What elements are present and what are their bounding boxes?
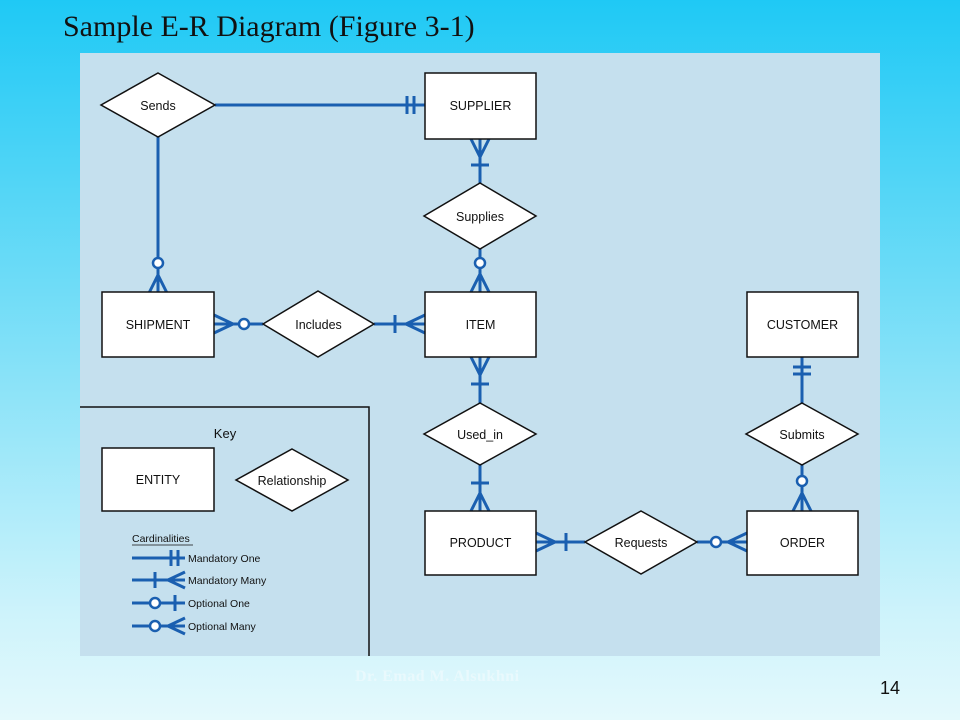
key-cardinalities-title: Cardinalities	[132, 533, 190, 545]
relationship-sends-label: Sends	[140, 99, 175, 113]
relationship-supplies-label: Supplies	[456, 210, 504, 224]
connector-supplier-supplies	[469, 138, 491, 183]
key-mandatory-many-label: Mandatory Many	[188, 575, 267, 587]
connector-item-usedin	[469, 356, 491, 403]
connector-product-requests	[535, 531, 585, 553]
key-mandatory-one-symbol	[132, 550, 185, 566]
relationship-submits-label: Submits	[779, 428, 824, 442]
entity-item: ITEM	[424, 291, 537, 358]
connector-usedin-product	[469, 465, 491, 512]
key-relationship-diamond	[234, 448, 350, 512]
connector-shipment-includes	[213, 313, 263, 335]
entity-supplier: SUPPLIER	[424, 72, 537, 140]
key-entity-label: ENTITY	[136, 473, 181, 487]
relationship-requests-label: Requests	[615, 536, 668, 550]
connector-requests-order	[697, 531, 748, 553]
key-mandatory-many-symbol	[132, 570, 186, 590]
er-diagram: SUPPLIER SHIPMENT ITEM CUSTOMER PRODUCT …	[80, 53, 880, 656]
key-entity-box	[101, 447, 215, 512]
connector-supplies-item	[469, 249, 491, 293]
entity-customer-label: CUSTOMER	[767, 318, 838, 332]
relationship-includes-label: Includes	[295, 318, 342, 332]
relationship-includes: Includes	[261, 290, 376, 358]
key-optional-many-symbol	[132, 616, 186, 636]
connector-submits-order	[791, 465, 813, 512]
relationship-requests: Requests	[583, 510, 699, 575]
key-optional-one-symbol	[132, 595, 185, 611]
entity-item-label: ITEM	[466, 318, 496, 332]
entity-supplier-label: SUPPLIER	[450, 99, 512, 113]
key-optional-one-label: Optional One	[188, 598, 250, 610]
relationship-used-in: Used_in	[422, 402, 538, 466]
slide-page-number: 14	[880, 678, 901, 698]
relationship-submits: Submits	[744, 402, 860, 466]
key-panel: Key ENTITY Relationship Cardinalities Ma…	[80, 406, 370, 656]
connector-sends-supplier	[215, 96, 425, 114]
connector-includes-item	[374, 313, 426, 335]
connector-sends-shipment	[147, 137, 169, 294]
slide-footer-author: Dr. Emad M. Alsukhni	[355, 668, 520, 685]
relationship-used-in-label: Used_in	[457, 428, 503, 442]
relationship-supplies: Supplies	[422, 182, 538, 250]
key-mandatory-one-label: Mandatory One	[188, 553, 261, 565]
key-optional-many-label: Optional Many	[188, 621, 256, 633]
relationship-sends: Sends	[99, 72, 217, 138]
connector-customer-submits	[793, 357, 811, 403]
key-relationship-label: Relationship	[258, 474, 327, 488]
entity-shipment-label: SHIPMENT	[126, 318, 191, 332]
entity-product-label: PRODUCT	[450, 536, 512, 550]
key-title: Key	[214, 426, 237, 441]
entity-order-label: ORDER	[780, 536, 825, 550]
entity-order: ORDER	[746, 510, 859, 576]
entity-product: PRODUCT	[424, 510, 537, 576]
slide-title: Sample E-R Diagram (Figure 3-1)	[63, 10, 475, 43]
entity-shipment: SHIPMENT	[101, 291, 215, 358]
entity-customer: CUSTOMER	[746, 291, 859, 358]
